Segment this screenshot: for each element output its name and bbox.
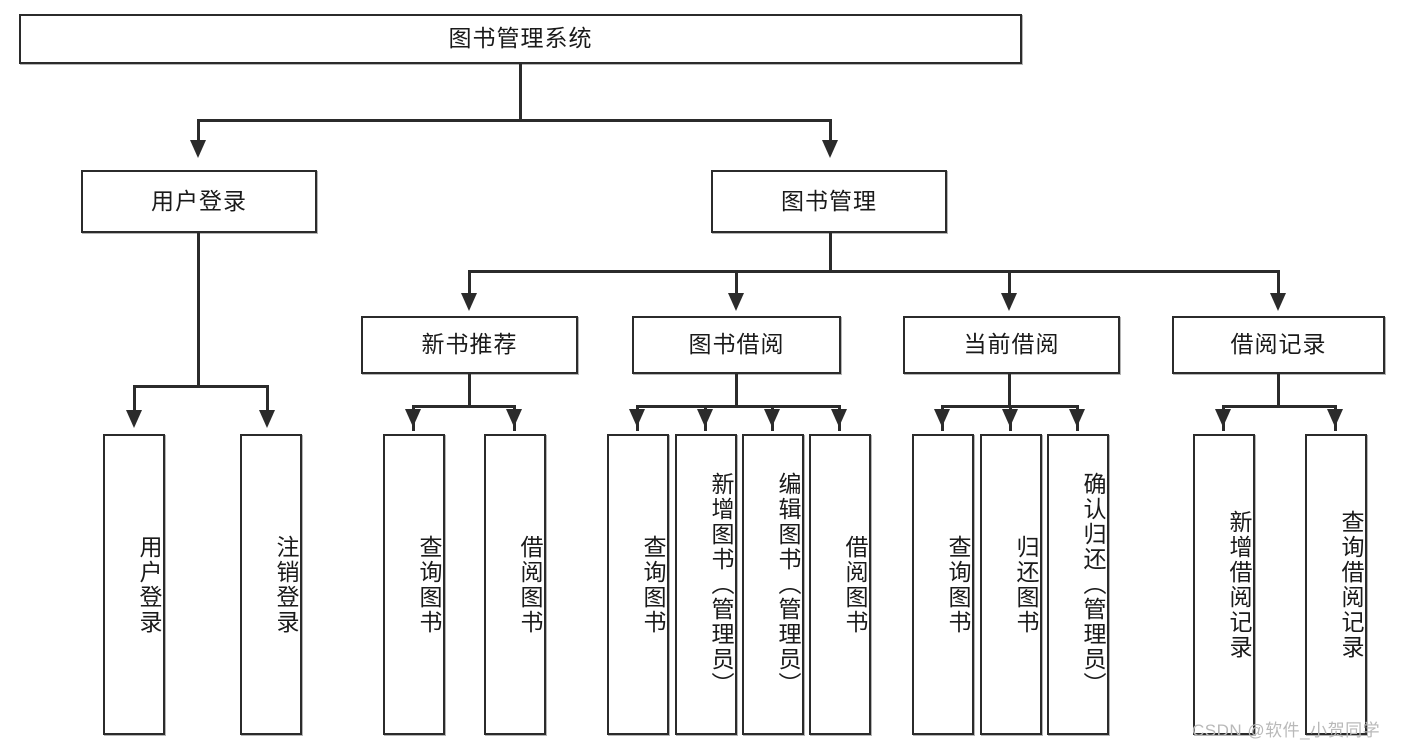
node-root-book-management-system[interactable]: 图书管理系统 [19,14,1022,64]
arrowhead-current-borrow-leaf-2 [1002,409,1018,427]
node-label: 确认归还（管理员） [1080,472,1106,697]
arrowhead-borrow-record-leaf-2 [1327,409,1343,427]
arrowhead-book-borrow-leaf-4 [831,409,847,427]
arrowhead-user-login-leaf-2 [259,410,275,428]
arrowhead-new-book-recommend-leaf-2 [506,409,522,427]
connector-user-login-bar [133,385,269,388]
node-label: 新书推荐 [421,331,518,358]
connector-user-login-drop-2 [266,385,269,413]
arrowhead-book-borrow-leaf-2 [697,409,713,427]
node-label: 注销登录 [273,534,299,635]
arrowhead-book-borrow-leaf-3 [764,409,780,427]
node-label: 图书管理 [781,187,877,214]
node-label: 借阅图书 [842,534,868,635]
leaf-book-borrow-4[interactable]: 借阅图书 [809,434,871,735]
leaf-borrow-record-2[interactable]: 查询借阅记录 [1305,434,1367,735]
leaf-new-book-recommend-1[interactable]: 查询图书 [383,434,445,735]
arrowhead-to-user-login [190,140,206,158]
node-label: 借阅图书 [517,534,543,635]
node-label: 查询图书 [945,534,971,635]
connector-book-borrow-stem [735,374,738,405]
node-label: 用户登录 [136,534,162,635]
node-new-book-recommend[interactable]: 新书推荐 [361,316,578,374]
leaf-user-login-2[interactable]: 注销登录 [240,434,302,735]
connector-to-new-book-recommend [468,270,471,296]
connector-to-borrow-record [1277,270,1280,296]
node-user-login[interactable]: 用户登录 [81,170,317,233]
connector-to-book-management [829,119,832,143]
connector-borrow-record-stem [1277,374,1280,405]
node-label: 用户登录 [151,187,247,214]
leaf-current-borrow-1[interactable]: 查询图书 [912,434,974,735]
node-label: 当前借阅 [963,331,1060,358]
arrowhead-to-book-borrow [728,293,744,311]
connector-root-stem [519,64,522,119]
leaf-book-borrow-1[interactable]: 查询图书 [607,434,669,735]
node-label: 图书借阅 [688,331,785,358]
arrowhead-borrow-record-leaf-1 [1215,409,1231,427]
arrowhead-to-borrow-record [1270,293,1286,311]
connector-level2-bar [197,119,832,122]
connector-book-management-stem [829,233,832,270]
node-label: 借阅记录 [1230,331,1327,358]
node-book-borrow[interactable]: 图书借阅 [632,316,841,374]
node-borrow-record[interactable]: 借阅记录 [1172,316,1385,374]
connector-current-borrow-stem [1008,374,1011,405]
node-label: 查询图书 [640,534,666,635]
leaf-book-borrow-2[interactable]: 新增图书（管理员） [675,434,737,735]
node-current-borrow[interactable]: 当前借阅 [903,316,1120,374]
connector-to-book-borrow [735,270,738,296]
node-label: 归还图书 [1013,534,1039,635]
csdn-watermark: CSDN @软件_小贺同学 [1192,721,1381,740]
leaf-current-borrow-3[interactable]: 确认归还（管理员） [1047,434,1109,735]
connector-to-current-borrow [1008,270,1011,296]
node-label: 新增借阅记录 [1226,509,1252,660]
arrowhead-book-borrow-leaf-1 [629,409,645,427]
node-label: 编辑图书（管理员） [775,472,801,697]
arrowhead-new-book-recommend-leaf-1 [405,409,421,427]
arrowhead-to-book-management [822,140,838,158]
node-book-management[interactable]: 图书管理 [711,170,947,233]
leaf-user-login-1[interactable]: 用户登录 [103,434,165,735]
connector-user-login-drop-1 [133,385,136,413]
connector-user-login-stem [197,233,200,385]
arrowhead-to-current-borrow [1001,293,1017,311]
leaf-book-borrow-3[interactable]: 编辑图书（管理员） [742,434,804,735]
arrowhead-user-login-leaf-1 [126,410,142,428]
node-label: 图书管理系统 [448,25,593,52]
connector-level3-bar [468,270,1280,273]
node-label: 新增图书（管理员） [708,472,734,697]
leaf-new-book-recommend-2[interactable]: 借阅图书 [484,434,546,735]
node-label: 查询图书 [416,534,442,635]
arrowhead-current-borrow-leaf-1 [934,409,950,427]
connector-new-book-recommend-stem [468,374,471,405]
leaf-current-borrow-2[interactable]: 归还图书 [980,434,1042,735]
connector-book-borrow-bar [636,405,841,408]
connector-borrow-record-bar [1222,405,1337,408]
arrowhead-to-new-book-recommend [461,293,477,311]
leaf-borrow-record-1[interactable]: 新增借阅记录 [1193,434,1255,735]
arrowhead-current-borrow-leaf-3 [1069,409,1085,427]
connector-new-book-recommend-bar [412,405,516,408]
connector-to-user-login [197,119,200,143]
node-label: 查询借阅记录 [1338,509,1364,660]
